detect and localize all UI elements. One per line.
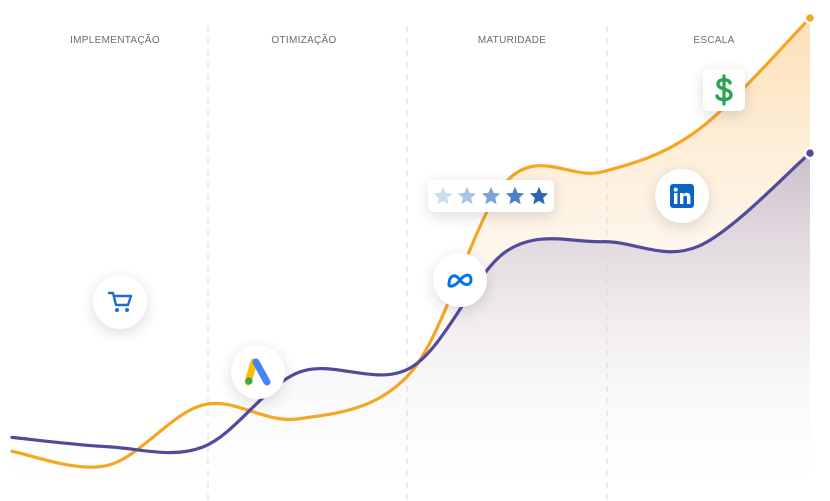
cart-badge — [93, 275, 147, 329]
star-icon — [457, 186, 477, 205]
dollar-icon — [715, 74, 733, 106]
phase-label-escala: ESCALA — [693, 35, 735, 46]
meta-badge — [433, 253, 487, 307]
google-ads-badge — [231, 345, 285, 399]
meta-icon — [447, 273, 473, 288]
phase-label-maturidade: MATURIDADE — [477, 35, 547, 46]
phase-label-otimizacao: OTIMIZAÇÃO — [271, 35, 337, 46]
shopping-cart-icon — [107, 291, 133, 312]
star-icon — [529, 186, 549, 205]
star-icon — [505, 186, 525, 205]
star-icon — [433, 186, 453, 205]
rating-card — [428, 180, 554, 212]
orange-series-end-point — [803, 11, 817, 25]
linkedin-icon — [670, 184, 694, 208]
purple-series-end-point — [803, 146, 817, 160]
orange-series-line — [10, 16, 812, 469]
phase-label-implementacao: IMPLEMENTAÇÃO — [70, 35, 160, 46]
dollar-card — [703, 69, 745, 111]
linkedin-badge — [655, 169, 709, 223]
star-rating — [432, 185, 550, 207]
google-ads-icon — [244, 358, 271, 386]
star-icon — [481, 186, 501, 205]
purple-series-line — [10, 151, 812, 455]
purple-series-area — [12, 153, 810, 501]
